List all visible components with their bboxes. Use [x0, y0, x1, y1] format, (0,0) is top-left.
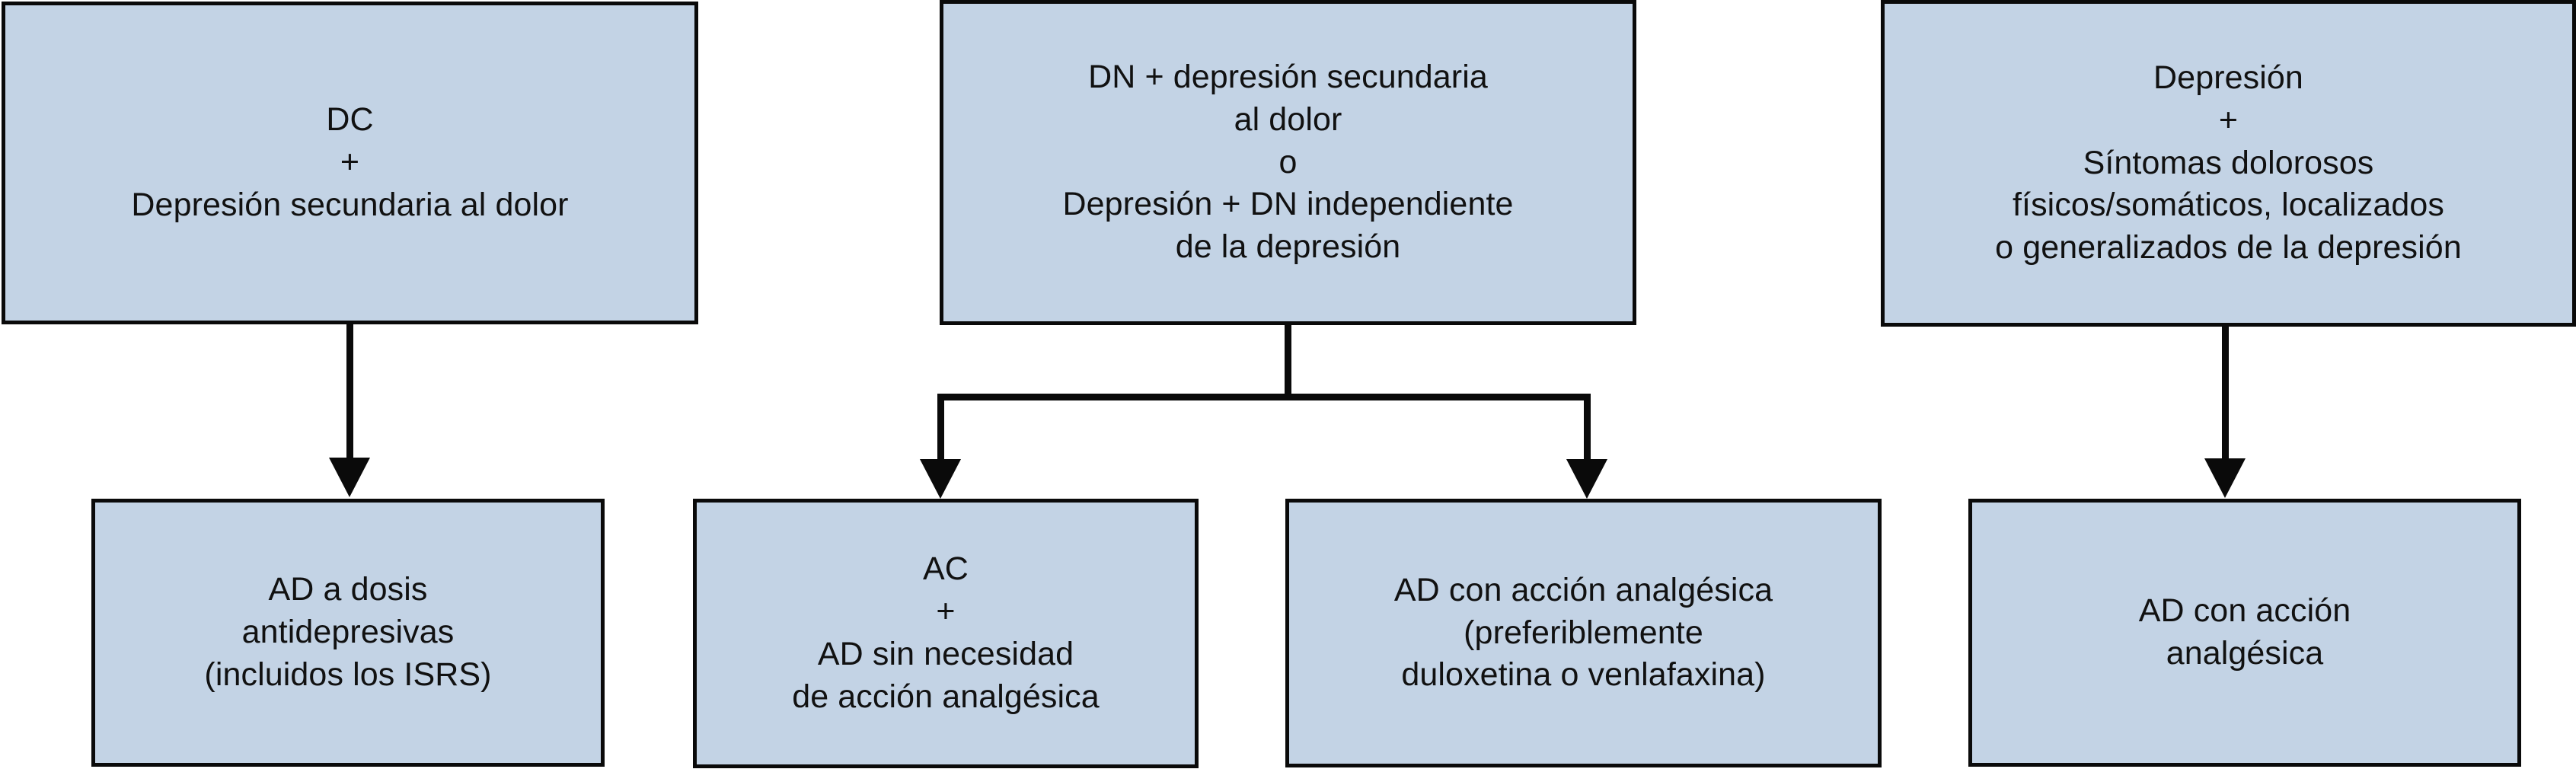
- connector-line-top-middle-to-bottom-2: [937, 394, 944, 462]
- node-ad-accion-analgesica: AD con acción analgésica: [1968, 499, 2521, 767]
- node-ad-accion-analgesica-duloxetina-venlafaxina-label: AD con acción analgésica (preferiblement…: [1393, 571, 1773, 694]
- node-dn-depresion-secundaria-o-independiente: DN + depresión secundaria al dolor o Dep…: [940, 0, 1636, 325]
- connector-split-bar-top-middle: [937, 394, 1591, 400]
- connector-line-top-middle-to-bottom-3: [1584, 394, 1591, 462]
- node-ad-accion-analgesica-duloxetina-venlafaxina: AD con acción analgésica (preferiblement…: [1285, 499, 1882, 767]
- arrowhead-top-middle-to-bottom-2: [920, 459, 961, 499]
- node-dc-depresion-secundaria: DC + Depresión secundaria al dolor: [2, 2, 698, 324]
- connector-stem-top-middle: [1285, 325, 1291, 400]
- node-ac-ad-sin-necesidad-analgesica: AC + AD sin necesidad de acción analgési…: [693, 499, 1199, 768]
- arrowhead-top-middle-to-bottom-3: [1566, 459, 1607, 499]
- node-depresion-sintomas-dolorosos-label: Depresión + Síntomas dolorosos físicos/s…: [1995, 59, 2462, 266]
- arrowhead-top-right-to-bottom-4: [2204, 458, 2246, 498]
- node-ad-dosis-antidepresivas-label: AD a dosis antidepresivas (incluidos los…: [204, 571, 492, 693]
- arrowhead-top-left-to-bottom-1: [329, 458, 370, 497]
- node-ad-accion-analgesica-label: AD con acción analgésica: [2138, 592, 2351, 672]
- node-ac-ad-sin-necesidad-analgesica-label: AC + AD sin necesidad de acción analgési…: [792, 550, 1100, 715]
- node-ad-dosis-antidepresivas: AD a dosis antidepresivas (incluidos los…: [91, 499, 605, 767]
- connector-line-top-left-to-bottom-1: [346, 324, 353, 461]
- node-dc-depresion-secundaria-label: DC + Depresión secundaria al dolor: [131, 101, 569, 223]
- node-dn-depresion-secundaria-o-independiente-label: DN + depresión secundaria al dolor o Dep…: [1062, 58, 1514, 266]
- node-depresion-sintomas-dolorosos: Depresión + Síntomas dolorosos físicos/s…: [1881, 0, 2576, 327]
- connector-line-top-right-to-bottom-4: [2222, 326, 2229, 461]
